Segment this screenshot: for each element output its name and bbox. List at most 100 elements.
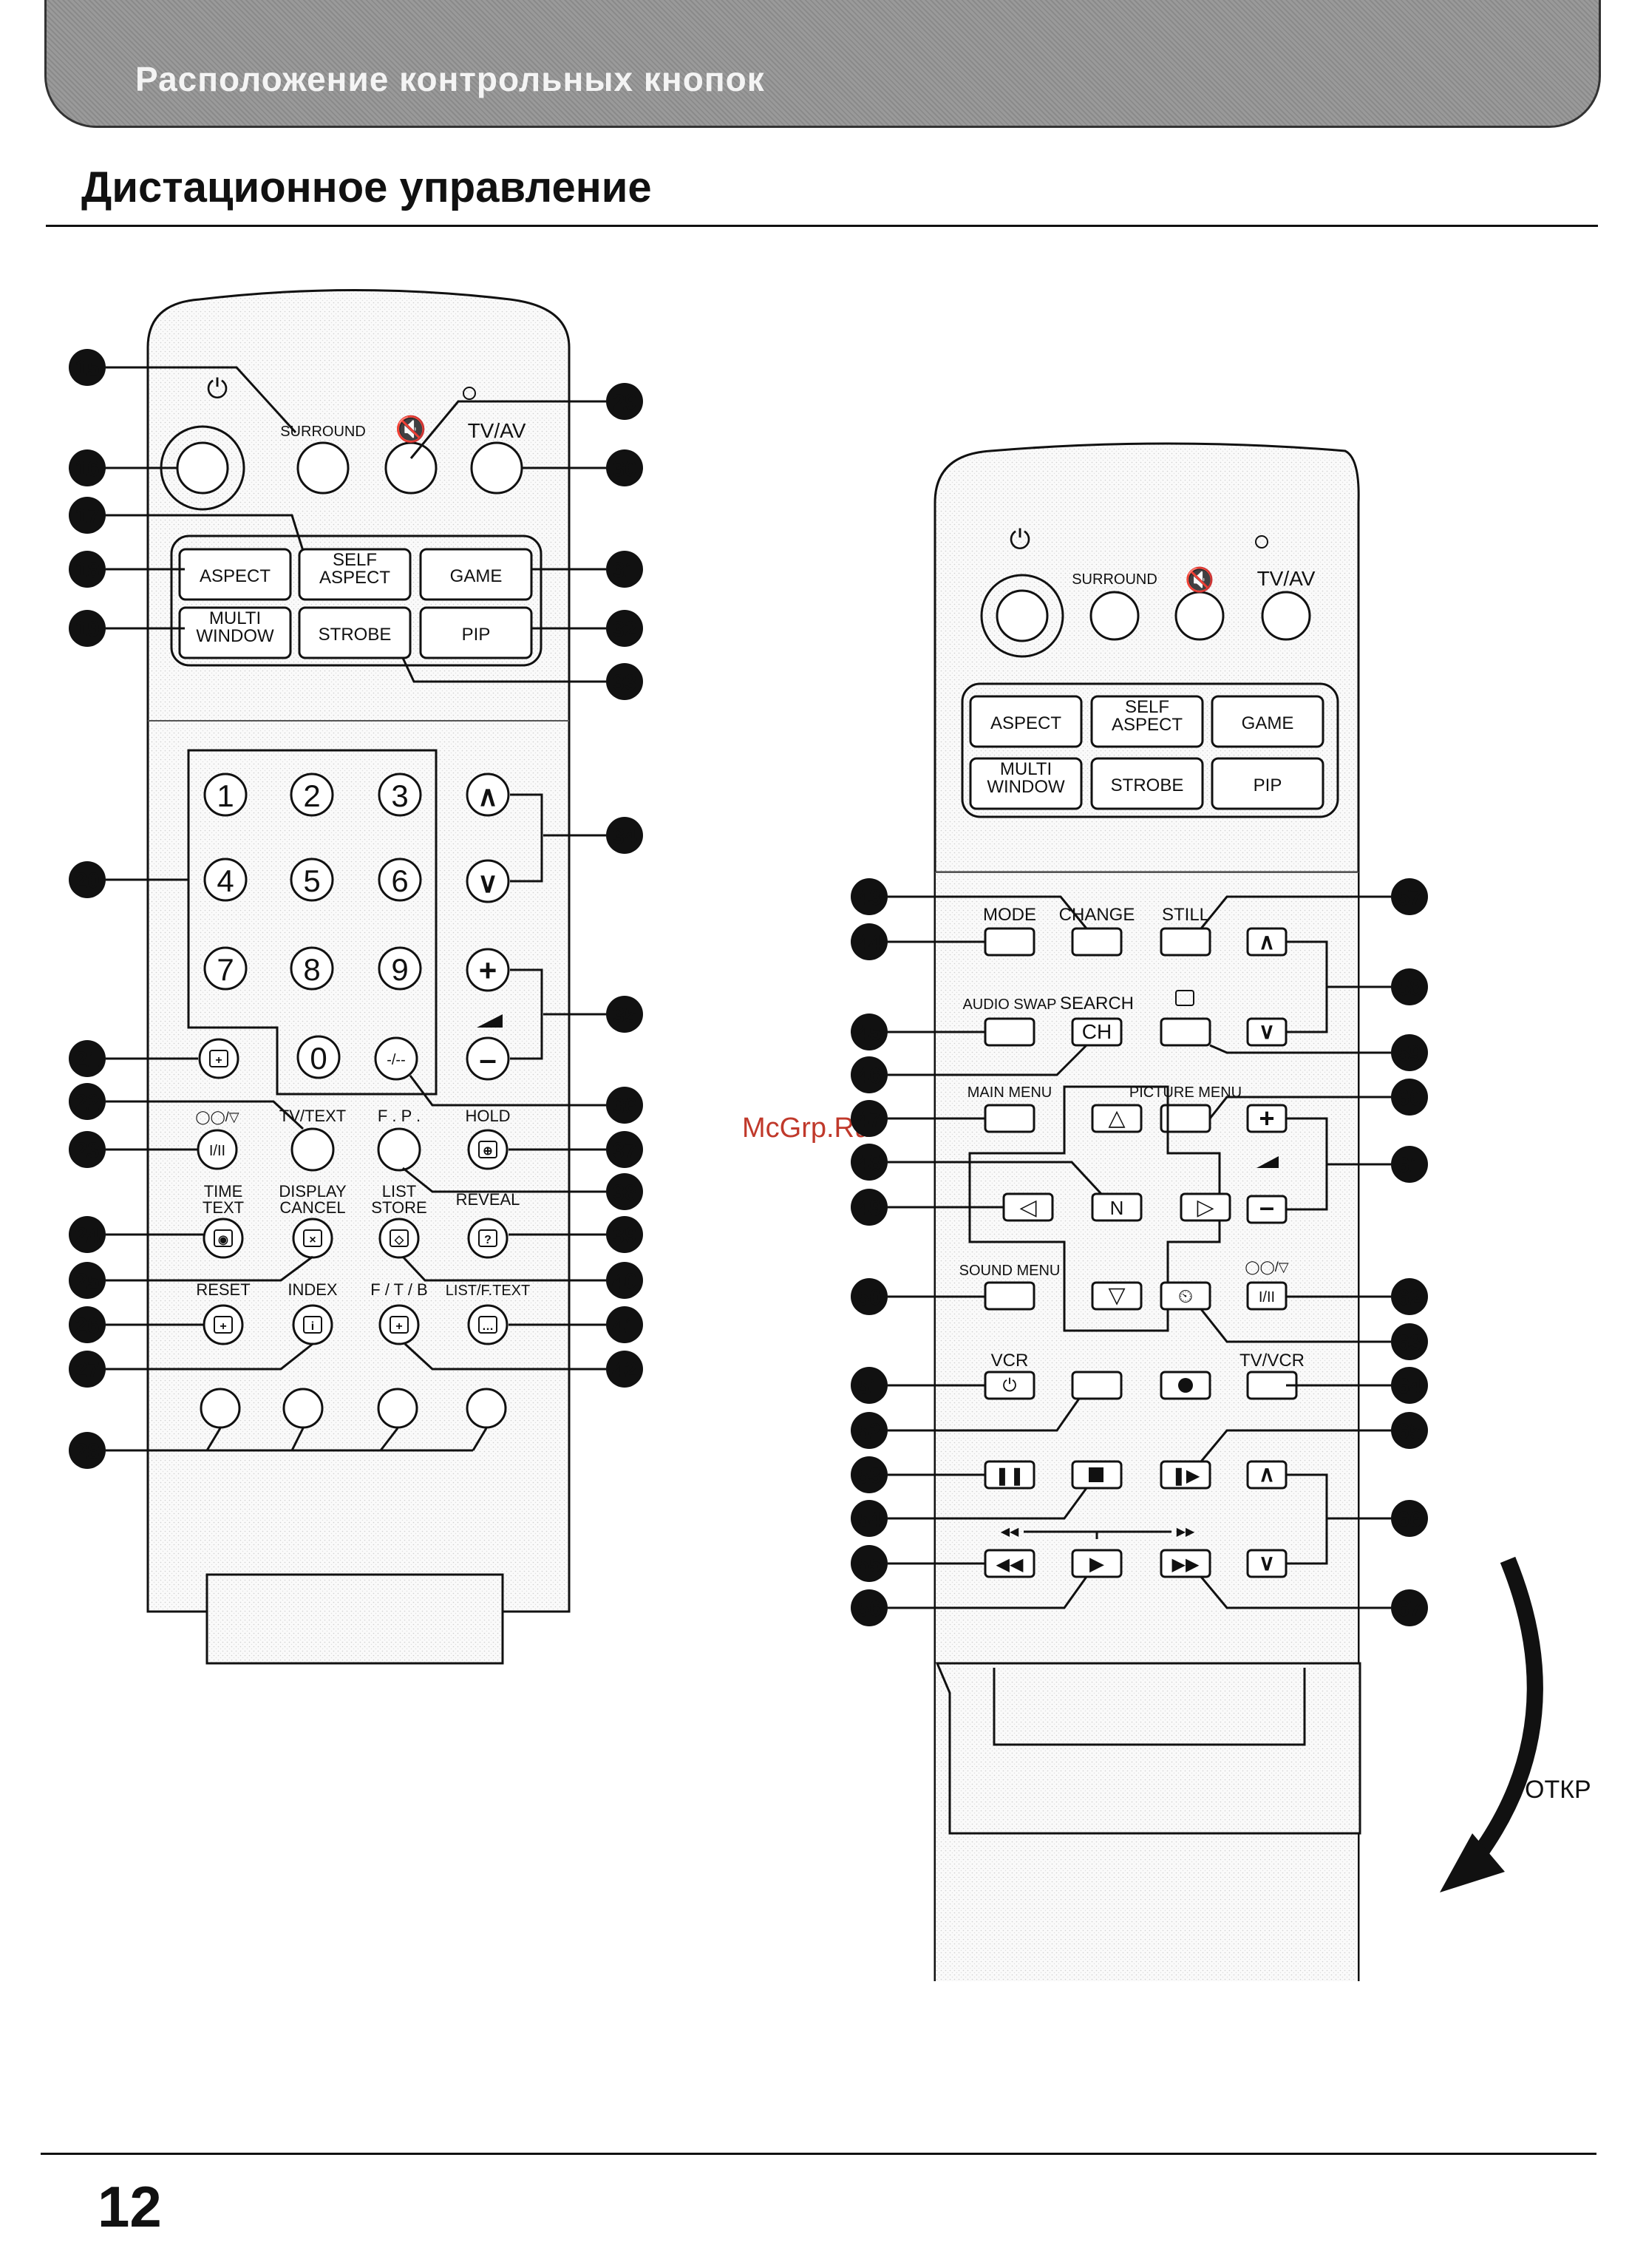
time-text-button[interactable]: ◉	[203, 1218, 244, 1259]
digit-button-0[interactable]	[296, 1035, 341, 1079]
reset-button[interactable]: +	[203, 1304, 244, 1345]
surround-button[interactable]	[296, 441, 350, 495]
callout-number: 18	[75, 558, 99, 583]
leader	[205, 1427, 222, 1451]
channel-down-button[interactable]	[466, 859, 510, 903]
footer-rule	[41, 2153, 1596, 2155]
digit-button-6[interactable]	[378, 858, 422, 902]
list-ftext-button[interactable]: …	[467, 1304, 509, 1345]
channel-up-button[interactable]	[466, 773, 510, 817]
digit-button-8[interactable]	[290, 946, 334, 991]
mute-button[interactable]	[384, 441, 438, 495]
power-button[interactable]	[996, 589, 1049, 642]
power-button[interactable]	[176, 441, 229, 495]
change-label: CHANGE	[1059, 905, 1135, 925]
callout-56: 56	[851, 1589, 888, 1626]
tvav-button[interactable]	[470, 441, 523, 495]
mute-icon: 🔇	[395, 415, 426, 444]
fp-button[interactable]	[377, 1127, 421, 1172]
sound-menu-button[interactable]	[984, 1281, 1035, 1311]
function-key-label: PIP	[462, 625, 491, 645]
sleep-timer-button[interactable]	[1160, 1281, 1211, 1311]
teletext-subpage-button[interactable]: +	[198, 1038, 239, 1079]
callout-36: 36	[606, 1087, 643, 1124]
function-key-self-aspect[interactable]	[1090, 695, 1204, 748]
function-key-strobe[interactable]	[298, 606, 412, 659]
function-key-strobe[interactable]	[1090, 757, 1204, 810]
hold-button[interactable]: ⊕	[467, 1129, 509, 1170]
callout-57: 57	[1391, 878, 1428, 915]
callout-number: 46	[857, 1064, 881, 1088]
play-button[interactable]	[1071, 1549, 1123, 1578]
slow-button[interactable]	[1160, 1460, 1211, 1490]
callout-number: 31	[612, 558, 636, 583]
hold-label: HOLD	[465, 1107, 510, 1125]
digit-button-2[interactable]	[290, 773, 334, 817]
volume-up-button[interactable]	[466, 948, 510, 992]
fast-forward-button[interactable]	[1160, 1549, 1211, 1578]
callout-badge	[851, 1014, 888, 1050]
teletext-symbol: +	[395, 1320, 402, 1333]
record-left-button[interactable]	[1071, 1371, 1123, 1400]
digit-button-3[interactable]	[378, 773, 422, 817]
leader-line-43	[888, 895, 1088, 929]
function-key-aspect[interactable]	[178, 548, 292, 601]
ftb-button[interactable]: +	[378, 1304, 420, 1345]
function-key-multi-window[interactable]	[178, 606, 292, 659]
function-key-game[interactable]	[419, 548, 533, 601]
function-key-pip[interactable]	[419, 606, 533, 659]
nav-up-button[interactable]	[1091, 1104, 1143, 1133]
button-ring	[378, 1218, 420, 1259]
change-button[interactable]	[1071, 927, 1123, 957]
digit-button-4[interactable]	[203, 858, 248, 902]
display-cancel-button[interactable]: ×	[292, 1218, 333, 1259]
callout-badge	[851, 1545, 888, 1582]
fastext-green-button[interactable]	[282, 1388, 324, 1429]
callout-number: 42	[612, 1358, 636, 1382]
tvav-button[interactable]	[1261, 591, 1311, 641]
list-store-button[interactable]: ◇	[378, 1218, 420, 1259]
callout-52: 52	[851, 1412, 888, 1449]
function-key-aspect[interactable]	[969, 695, 1083, 748]
fastext-yellow-button[interactable]	[377, 1388, 418, 1429]
callout-badge	[606, 551, 643, 588]
open-label: ОТКР	[1525, 1776, 1591, 1804]
page-title: Дистационное управление	[81, 163, 652, 211]
ch-search-button[interactable]	[1071, 1017, 1123, 1047]
function-key-label: STROBE	[1111, 775, 1184, 795]
function-key-game[interactable]	[1211, 695, 1324, 748]
function-key-multi-window[interactable]	[969, 757, 1083, 810]
mute-button[interactable]	[1174, 591, 1225, 641]
function-key-pip[interactable]	[1211, 757, 1324, 810]
main-menu-button[interactable]	[984, 1104, 1035, 1133]
tvtext-button[interactable]	[290, 1127, 335, 1172]
digit-button-5[interactable]	[290, 858, 334, 902]
digit-button-1[interactable]	[203, 773, 248, 817]
indicator-led	[1255, 535, 1268, 549]
callout-30: 30	[606, 449, 643, 486]
still-button[interactable]	[1160, 927, 1211, 957]
nav-right-button[interactable]	[1180, 1192, 1231, 1222]
digit-mode-button[interactable]	[374, 1036, 418, 1081]
nav-n-button[interactable]	[1091, 1192, 1143, 1222]
audio-swap-button[interactable]	[984, 1017, 1035, 1047]
channel-up-label: ∧	[477, 781, 498, 812]
fastext-blue-button[interactable]	[466, 1388, 507, 1429]
sound-mode-label: I/II	[1259, 1289, 1275, 1306]
callout-25: 25	[69, 1262, 106, 1299]
nav-down-button[interactable]	[1091, 1281, 1143, 1311]
section-banner: Расположение контрольных кнопок	[44, 0, 1601, 128]
index-button[interactable]: i	[292, 1304, 333, 1345]
digit-mode-label: -/--	[387, 1052, 406, 1068]
volume-down-button[interactable]	[466, 1036, 510, 1081]
callout-42: 42	[606, 1351, 643, 1388]
digit-button-7[interactable]	[203, 946, 248, 991]
mode-button[interactable]	[984, 927, 1035, 957]
fastext-red-button[interactable]	[200, 1388, 241, 1429]
callout-number: 21	[75, 1048, 99, 1072]
surround-button[interactable]	[1089, 591, 1140, 641]
digit-button-9[interactable]	[378, 946, 422, 991]
function-key-self-aspect[interactable]	[298, 548, 412, 601]
subpage-button[interactable]	[1160, 1017, 1211, 1047]
reveal-button[interactable]: ?	[467, 1218, 509, 1259]
